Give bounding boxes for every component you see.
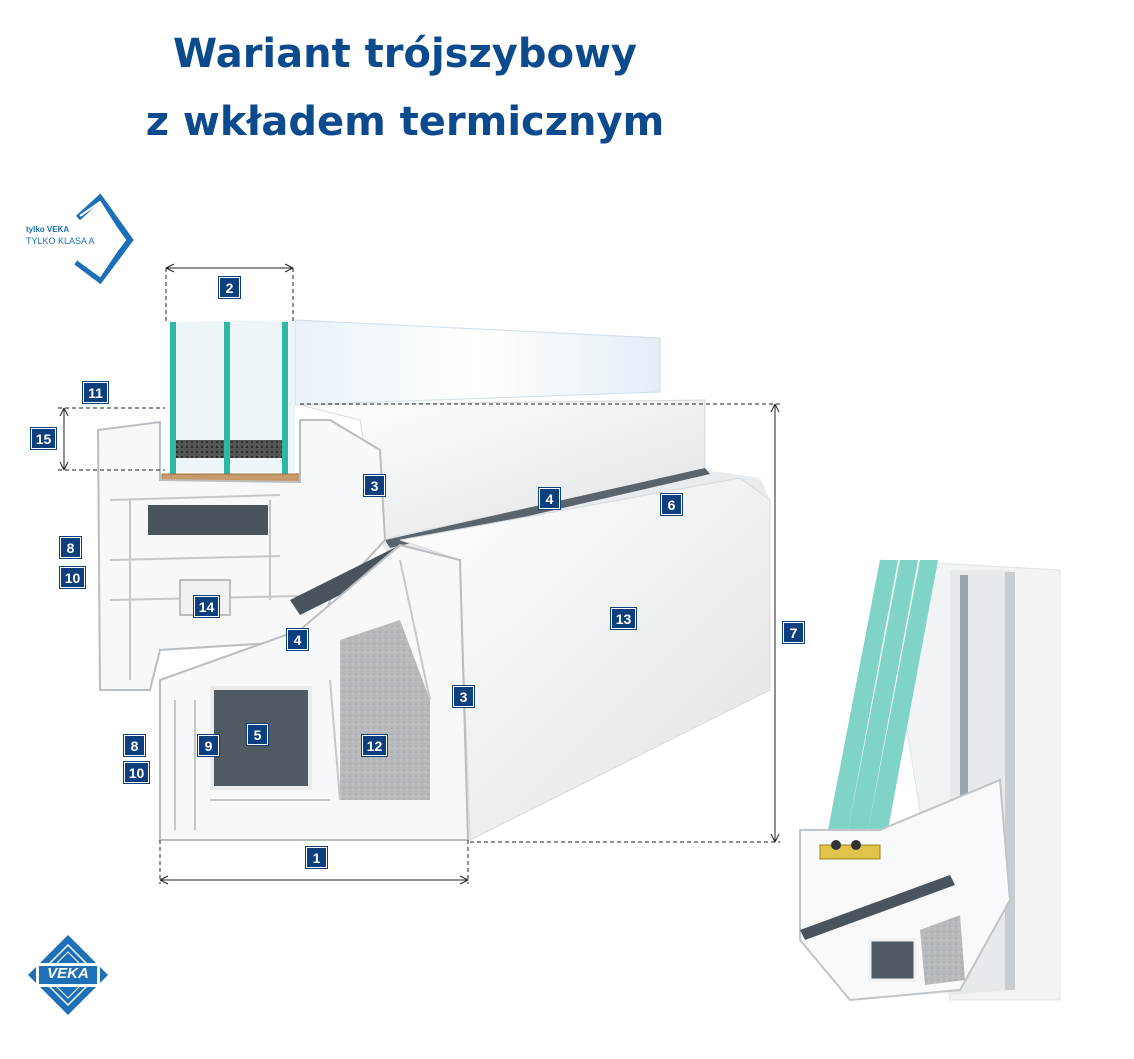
sash-steel-reinforcement bbox=[148, 505, 268, 535]
glass-pane-2 bbox=[224, 322, 230, 474]
label-4-lower: 4 bbox=[286, 628, 309, 651]
klasa-a-logo-chevron bbox=[74, 193, 134, 285]
page-title-line-1: Wariant trójszybowy bbox=[173, 31, 637, 77]
label-9: 9 bbox=[197, 734, 220, 757]
label-6: 6 bbox=[660, 493, 683, 516]
page-title-line-2: z wkładem termicznym bbox=[145, 99, 665, 145]
veka-brand-logo bbox=[28, 935, 108, 1015]
dimension-lines bbox=[58, 263, 780, 885]
window-corner-illustration bbox=[799, 559, 1061, 1002]
label-15: 15 bbox=[30, 427, 57, 450]
klasa-logo-line-2: TYLKO KLASA A bbox=[26, 236, 95, 246]
brand-logo-text: VEKA bbox=[47, 965, 89, 982]
spacer-2 bbox=[230, 440, 282, 458]
spacer-1 bbox=[176, 440, 224, 458]
label-10-lower: 10 bbox=[123, 761, 150, 784]
label-11: 11 bbox=[82, 381, 109, 404]
label-13: 13 bbox=[610, 607, 637, 630]
glass-pane-3 bbox=[282, 322, 288, 474]
label-4-upper: 4 bbox=[538, 487, 561, 510]
glass-panel bbox=[161, 319, 661, 489]
glass-pane-1 bbox=[170, 322, 176, 474]
label-5: 5 bbox=[246, 723, 269, 746]
label-12: 12 bbox=[361, 734, 388, 757]
label-8-upper: 8 bbox=[59, 536, 82, 559]
label-3-lower: 3 bbox=[452, 685, 475, 708]
label-7: 7 bbox=[782, 621, 805, 644]
klasa-logo-line-1: tylko VEKA bbox=[26, 225, 70, 234]
label-2: 2 bbox=[218, 276, 241, 299]
label-10-upper: 10 bbox=[59, 566, 86, 589]
label-1: 1 bbox=[305, 846, 328, 869]
label-14: 14 bbox=[193, 595, 220, 618]
label-8-lower: 8 bbox=[123, 734, 146, 757]
label-3-upper: 3 bbox=[363, 474, 386, 497]
